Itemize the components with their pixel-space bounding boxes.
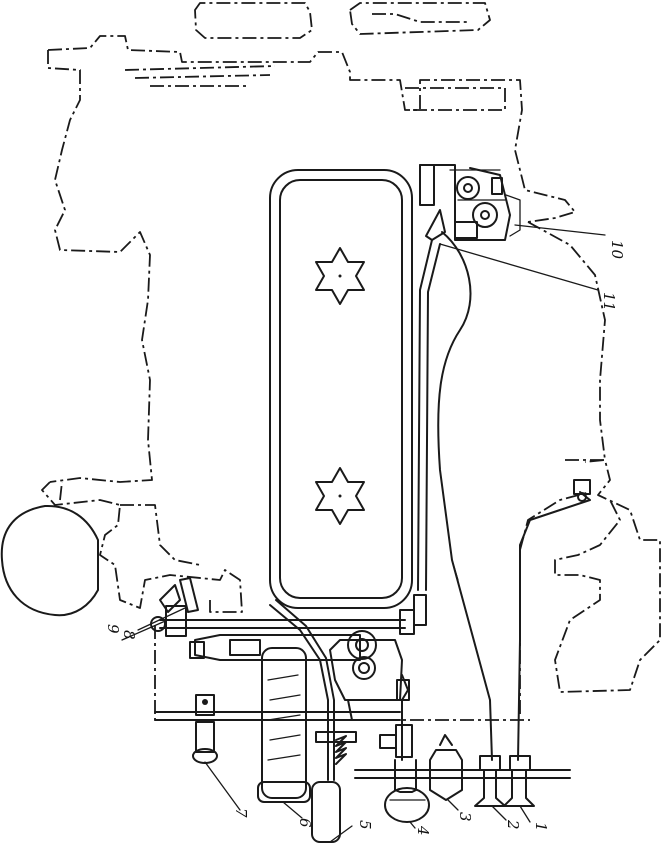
callout-label-8: 8: [120, 630, 138, 640]
leader-lines: [121, 224, 606, 843]
engine-outline: [41, 2, 661, 721]
callout-label-4: 4: [414, 825, 432, 836]
callout-label-2: 2: [504, 819, 522, 830]
rocker-cover-frame: [269, 169, 413, 609]
callout-label-1: 1: [532, 822, 550, 832]
callout-label-9: 9: [104, 624, 122, 634]
callout-label-3: 3: [456, 812, 474, 822]
callout-label-7: 7: [232, 808, 250, 818]
fuel-pump-assembly: [419, 164, 521, 241]
flywheel-housing: [0, 504, 99, 617]
callout-label-6: 6: [296, 818, 314, 828]
knob-center-dot: [338, 274, 342, 278]
star-knob-lower: [315, 467, 365, 525]
star-knob-upper: [315, 247, 365, 305]
knob-center-dot: [338, 494, 342, 498]
control-linkages: [150, 231, 591, 843]
callout-label-5: 5: [356, 820, 374, 830]
callout-label-10: 10: [608, 240, 626, 260]
callout-label-11: 11: [600, 292, 618, 311]
